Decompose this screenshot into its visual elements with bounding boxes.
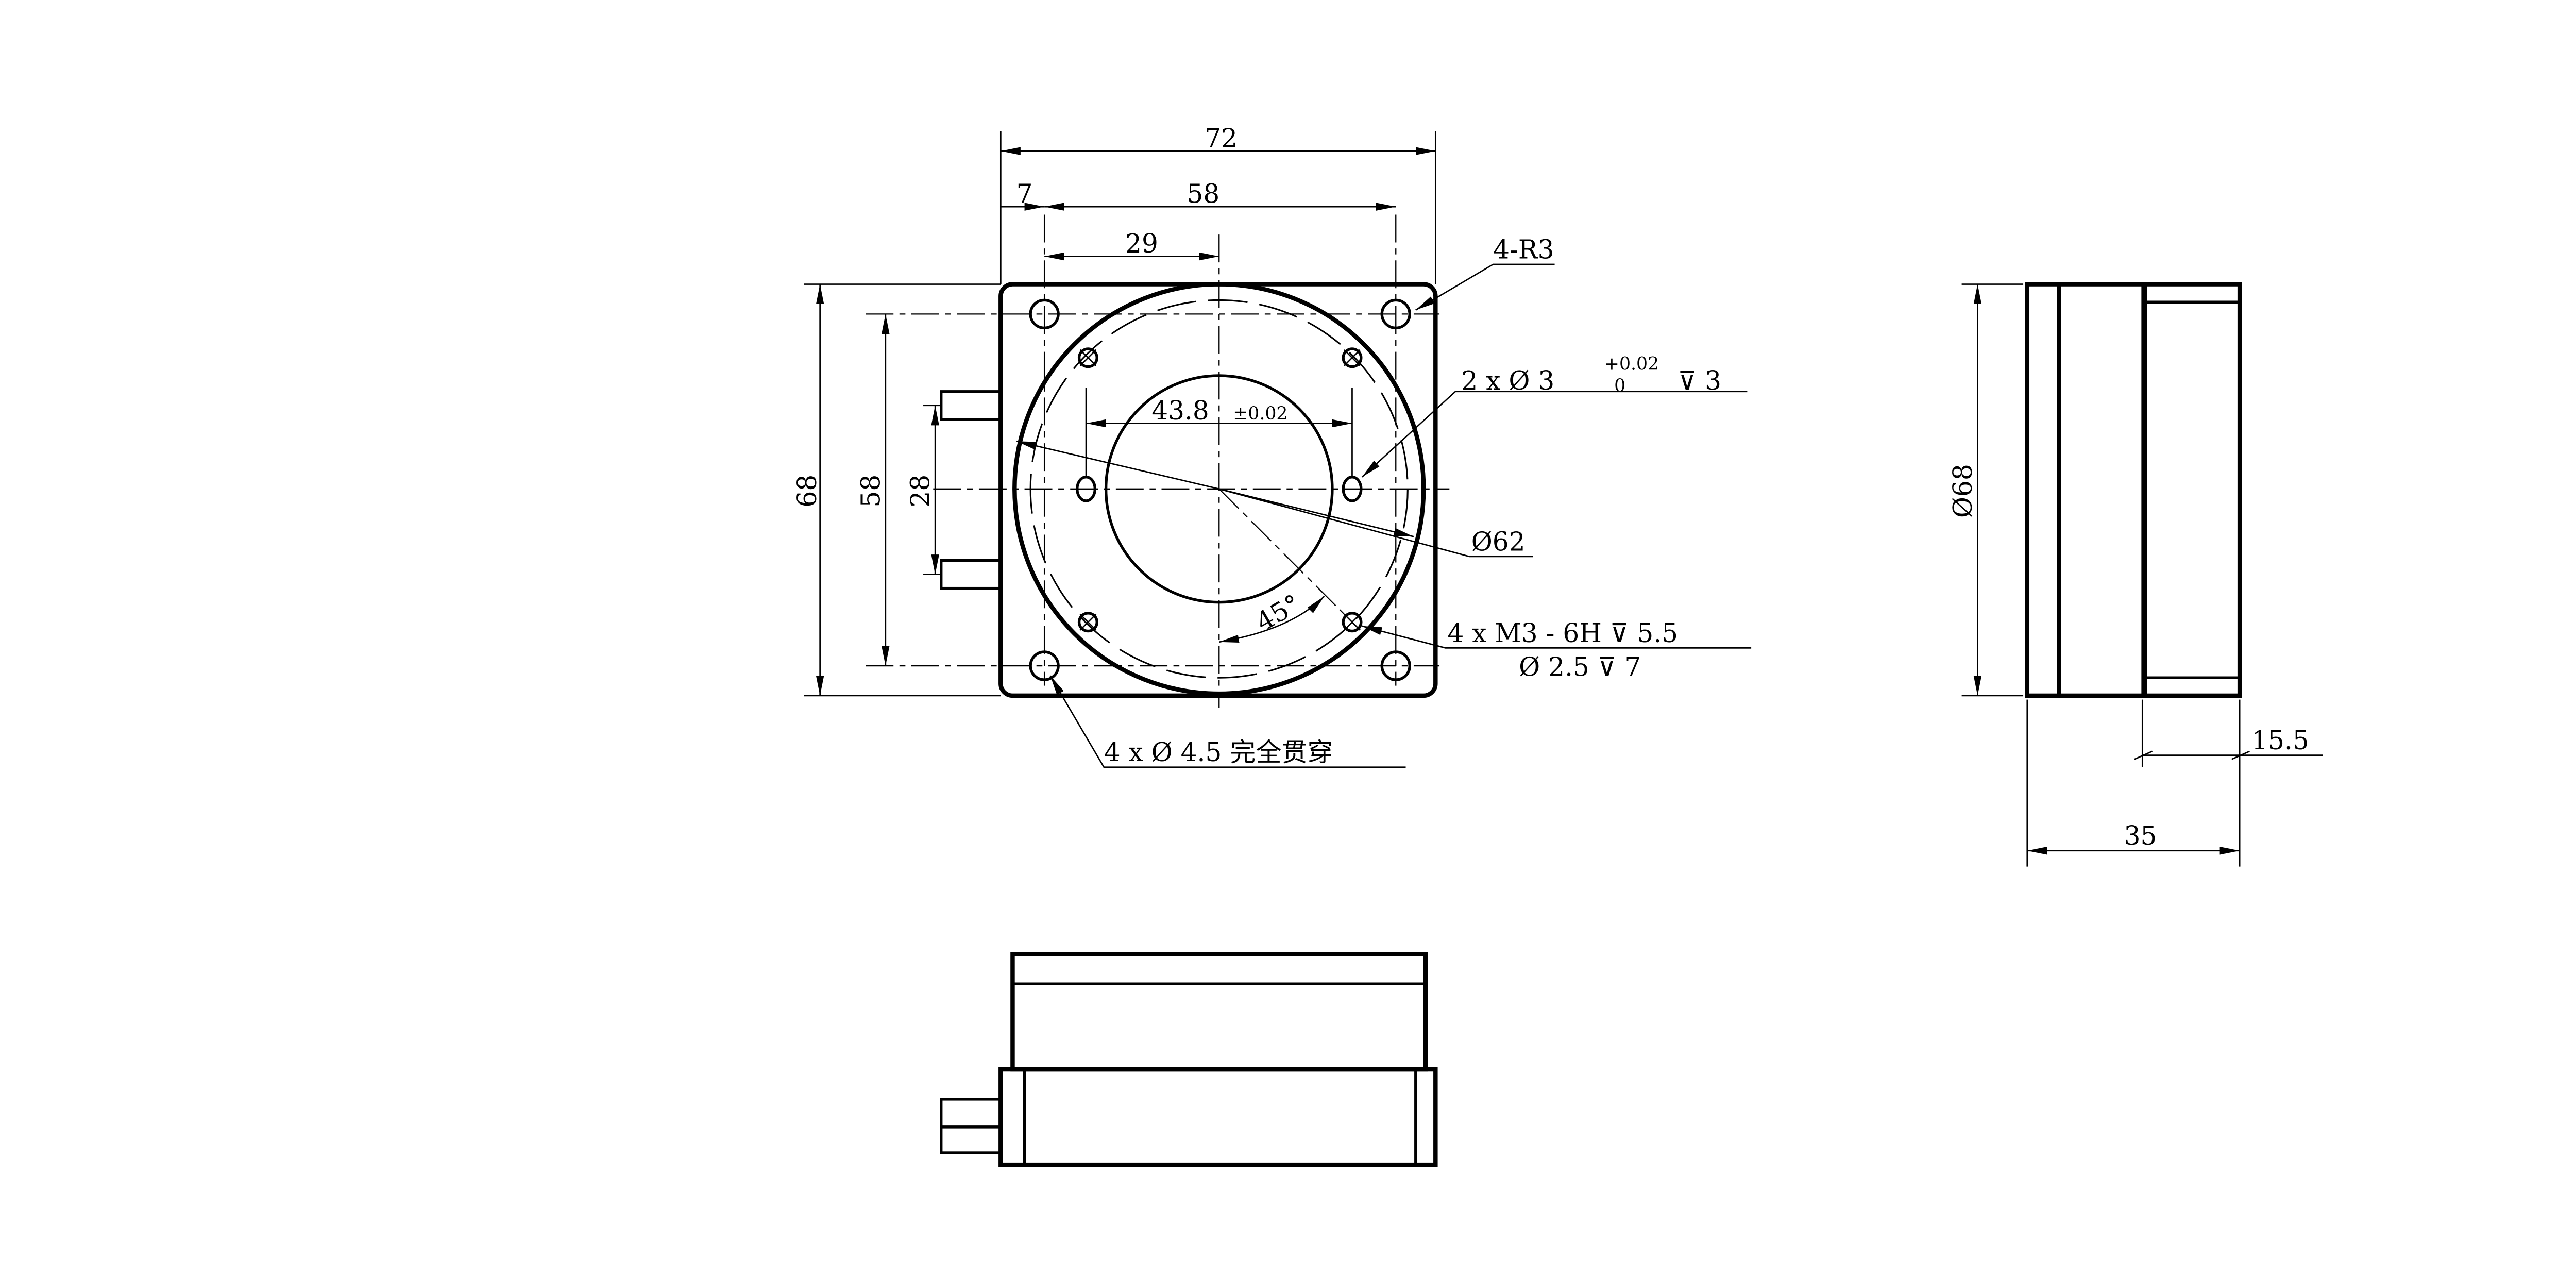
- dim-edge-offset: 7: [1016, 178, 1033, 209]
- dim-overall-width: 72: [1205, 123, 1238, 153]
- callout-outer-diameter: Ø62: [1471, 526, 1526, 557]
- dim-part-length: 15.5: [2251, 725, 2309, 755]
- threaded-holes: [1077, 347, 1363, 633]
- through-hole: [1029, 298, 1060, 330]
- through-hole: [1029, 650, 1060, 681]
- through-holes: [1029, 298, 1411, 681]
- through-hole: [1380, 298, 1411, 330]
- dim-bore: 43.8: [1151, 395, 1209, 426]
- dim-half-spacing: 29: [1125, 228, 1158, 259]
- callout-thread-line2: Ø 2.5 ⊽ 7: [1519, 651, 1641, 682]
- connector-upper: [940, 390, 1003, 421]
- callout-dowel-holes: 2 x Ø 3: [1461, 365, 1554, 396]
- callout-thread-line1: 4 x M3 - 6H ⊽ 5.5: [1447, 618, 1678, 648]
- dim-side-diameter: Ø68: [1947, 464, 1978, 518]
- callout-through-holes: 4 x Ø 4.5 完全贯穿: [1104, 737, 1333, 767]
- callout-dowel-tol-upper: +0.02: [1604, 354, 1659, 374]
- dim-hole-spacing-x: 58: [1187, 178, 1220, 209]
- dim-overall-height: 68: [792, 475, 822, 508]
- dim-bore-tolerance: ±0.02: [1233, 403, 1287, 424]
- callout-dowel-depth: ⊽ 3: [1678, 365, 1721, 396]
- through-hole: [1380, 650, 1411, 681]
- callout-dowel-tol-lower: 0: [1614, 376, 1625, 396]
- dim-connector-spacing: 28: [905, 475, 936, 508]
- connector-lower: [940, 559, 1003, 590]
- mounting-plate-outline: [998, 282, 1438, 698]
- callout-corner-radius: 4-R3: [1493, 234, 1554, 264]
- bottom-view: [940, 952, 1438, 1167]
- dim-total-length: 35: [2124, 820, 2157, 851]
- side-view: Ø68 15.5 35: [1947, 282, 2323, 867]
- angle-centerline: [1218, 488, 1353, 623]
- front-view: 72 7 58 29 68 58 28 43.8 ±0.02 45° 4-R3 …: [792, 123, 1752, 768]
- dim-hole-spacing-y: 58: [855, 475, 886, 508]
